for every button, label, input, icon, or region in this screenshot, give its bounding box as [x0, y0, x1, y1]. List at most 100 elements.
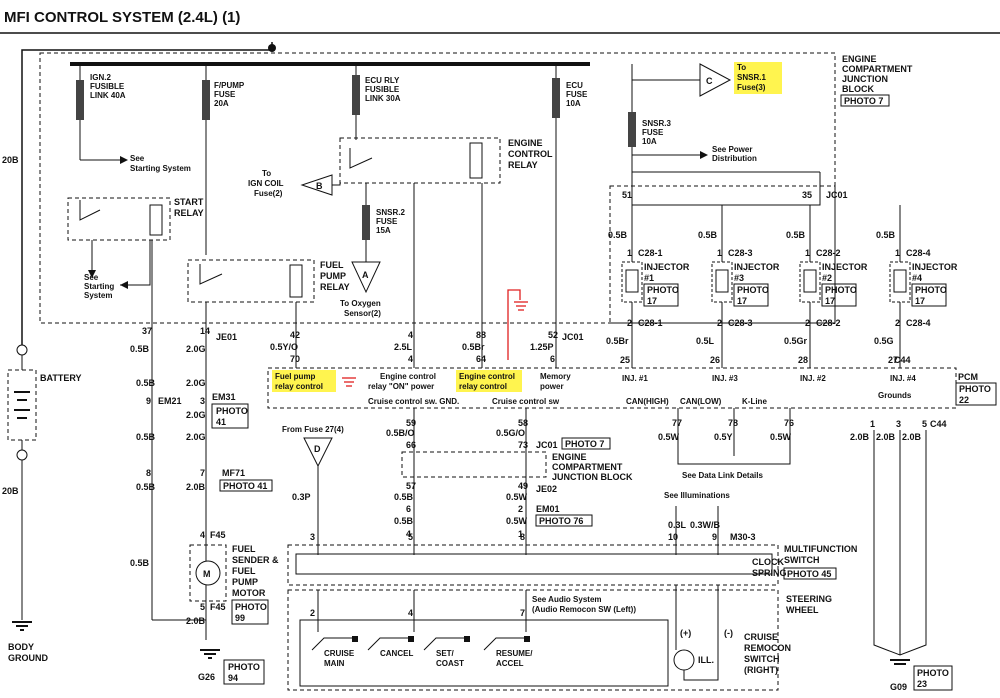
svg-text:2.0G: 2.0G — [186, 410, 206, 420]
svg-text:3: 3 — [310, 532, 315, 542]
svg-text:94: 94 — [228, 673, 238, 683]
svg-text:MULTIFUNCTION: MULTIFUNCTION — [784, 544, 857, 554]
svg-text:JC01: JC01 — [536, 440, 558, 450]
svg-text:0.5G: 0.5G — [874, 336, 894, 346]
svg-text:ACCEL: ACCEL — [496, 659, 524, 668]
svg-text:2: 2 — [895, 318, 900, 328]
svg-text:17: 17 — [647, 296, 657, 306]
svg-text:Sensor(2): Sensor(2) — [344, 309, 381, 318]
svg-text:77: 77 — [672, 418, 682, 428]
cruise-switch-4: RESUME/ACCEL — [483, 636, 533, 668]
svg-text:INJECTOR: INJECTOR — [912, 262, 958, 272]
svg-text:2.0B: 2.0B — [186, 482, 206, 492]
svg-text:ENGINE: ENGINE — [552, 452, 587, 462]
highlight-fuel-pump — [272, 370, 336, 392]
svg-text:MOTOR: MOTOR — [232, 588, 266, 598]
svg-text:PHOTO 45: PHOTO 45 — [787, 569, 831, 579]
svg-text:26: 26 — [710, 355, 720, 365]
svg-text:CLOCK: CLOCK — [752, 557, 784, 567]
svg-text:relay control: relay control — [459, 382, 507, 391]
svg-text:88: 88 — [476, 330, 486, 340]
svg-text:FUSE: FUSE — [376, 217, 398, 226]
svg-text:0.5B: 0.5B — [130, 558, 150, 568]
cruise-switch-2: CANCEL — [367, 636, 414, 658]
svg-text:4: 4 — [406, 529, 411, 539]
svg-text:51: 51 — [622, 190, 632, 200]
svg-text:CRUISE: CRUISE — [744, 632, 778, 642]
svg-text:IGN.2: IGN.2 — [90, 73, 111, 82]
svg-text:22: 22 — [959, 395, 969, 405]
svg-text:PHOTO: PHOTO — [825, 285, 857, 295]
svg-text:F/PUMP: F/PUMP — [214, 81, 245, 90]
cruise-wires: 59 0.5B/O 58 0.5G/O 66 73 JC01 PHOTO 7 E… — [386, 408, 633, 555]
svg-text:JC01: JC01 — [826, 190, 848, 200]
svg-text:COMPARTMENT: COMPARTMENT — [842, 64, 913, 74]
svg-text:INJECTOR: INJECTOR — [822, 262, 868, 272]
svg-text:PHOTO: PHOTO — [959, 384, 991, 394]
svg-text:CAN(LOW): CAN(LOW) — [680, 397, 722, 406]
svg-text:Distribution: Distribution — [712, 154, 757, 163]
svg-text:10A: 10A — [566, 99, 581, 108]
diagram-title: MFI CONTROL SYSTEM (2.4L) (1) — [4, 9, 240, 26]
svg-text:FUSE: FUSE — [214, 90, 236, 99]
svg-text:0.5W: 0.5W — [506, 516, 528, 526]
svg-text:relay control: relay control — [275, 382, 323, 391]
fuel-sender-pump-motor: M FUEL SENDER & FUEL PUMP MOTOR PHOTO 99 — [189, 544, 279, 625]
pcm-box: PCM PHOTO 22 Fuel pump relay control Eng… — [267, 355, 997, 409]
svg-text:76: 76 — [784, 418, 794, 428]
svg-text:4: 4 — [408, 330, 413, 340]
svg-text:0.5B: 0.5B — [136, 482, 156, 492]
svg-text:PCM: PCM — [958, 372, 978, 382]
svg-text:FUSIBLE: FUSIBLE — [365, 85, 400, 94]
svg-text:57: 57 — [406, 481, 416, 491]
svg-text:52: 52 — [548, 330, 558, 340]
svg-text:F45: F45 — [210, 602, 226, 612]
svg-text:#3: #3 — [734, 273, 744, 283]
svg-text:1: 1 — [627, 248, 632, 258]
svg-text:REMOCON: REMOCON — [744, 643, 791, 653]
svg-text:COAST: COAST — [436, 659, 464, 668]
svg-text:ECU RLY: ECU RLY — [365, 76, 400, 85]
svg-text:PHOTO: PHOTO — [915, 285, 947, 295]
svg-text:20A: 20A — [214, 99, 229, 108]
svg-text:49: 49 — [518, 481, 528, 491]
fuse-fpump: F/PUMP FUSE 20A — [202, 64, 245, 255]
svg-text:6: 6 — [406, 504, 411, 514]
svg-text:0.5B: 0.5B — [130, 344, 150, 354]
fuse-ecu-rly: ECU RLY FUSIBLE LINK 30A — [352, 64, 401, 140]
svg-text:2.0G: 2.0G — [186, 432, 206, 442]
svg-text:SENDER &: SENDER & — [232, 555, 279, 565]
svg-text:(-): (-) — [724, 628, 733, 638]
svg-text:14: 14 — [200, 326, 210, 336]
svg-text:C28-4: C28-4 — [906, 248, 931, 258]
svg-text:64: 64 — [476, 354, 486, 364]
svg-text:PHOTO: PHOTO — [737, 285, 769, 295]
svg-text:C28-2: C28-2 — [816, 318, 841, 328]
svg-text:#1: #1 — [644, 273, 654, 283]
svg-text:2.0G: 2.0G — [186, 344, 206, 354]
svg-text:Cruise control sw: Cruise control sw — [492, 397, 560, 406]
svg-text:1: 1 — [717, 248, 722, 258]
svg-text:7: 7 — [200, 468, 205, 478]
svg-text:2: 2 — [805, 318, 810, 328]
fuse-snsr2: SNSR.2 FUSE 15A A To Oxygen Sensor(2) — [340, 183, 405, 318]
svg-text:0.5B: 0.5B — [136, 432, 156, 442]
svg-text:G09: G09 — [890, 682, 907, 692]
cruise-switch-3: SET/COAST — [423, 636, 470, 668]
svg-text:Fuse(3): Fuse(3) — [737, 83, 766, 92]
svg-text:SNSR.3: SNSR.3 — [642, 119, 671, 128]
svg-text:power: power — [540, 382, 564, 391]
connector-a-letter: A — [362, 270, 369, 280]
svg-text:8: 8 — [146, 468, 151, 478]
connector-d-letter: D — [314, 444, 321, 454]
svg-text:BODY: BODY — [8, 642, 34, 652]
svg-text:SNSR.2: SNSR.2 — [376, 208, 405, 217]
svg-text:JUNCTION BLOCK: JUNCTION BLOCK — [552, 472, 633, 482]
svg-text:9: 9 — [712, 532, 717, 542]
svg-text:M30-3: M30-3 — [730, 532, 756, 542]
svg-text:INJECTOR: INJECTOR — [734, 262, 780, 272]
svg-text:PHOTO: PHOTO — [647, 285, 679, 295]
svg-text:RELAY: RELAY — [174, 208, 204, 218]
bus-junction — [268, 44, 276, 52]
